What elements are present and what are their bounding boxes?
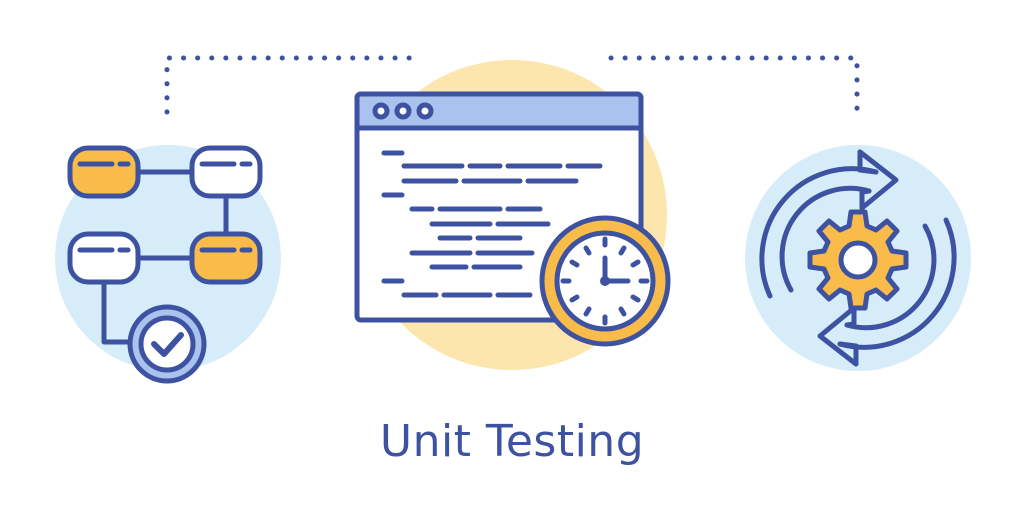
window-dot-2 xyxy=(394,102,412,120)
caption-title: Unit Testing xyxy=(379,416,645,467)
flow-node-top-left xyxy=(67,145,141,199)
window-dot-1 xyxy=(372,102,390,120)
flow-node-top-right xyxy=(189,145,263,199)
clock-icon xyxy=(539,215,671,347)
code-lines xyxy=(381,150,603,298)
clock-center xyxy=(600,276,610,286)
flow-node-bottom-right xyxy=(189,231,263,285)
window-title-bar xyxy=(354,91,644,131)
flowchart-icon xyxy=(67,145,263,345)
gear-icon xyxy=(807,209,909,311)
flow-node-bottom-left xyxy=(67,231,141,285)
refresh-arrows-icon xyxy=(759,149,957,367)
check-circle-icon xyxy=(127,304,207,384)
dotted-connector-left xyxy=(164,55,421,115)
dotted-connector-right xyxy=(608,55,860,115)
window-dot-3 xyxy=(416,102,434,120)
